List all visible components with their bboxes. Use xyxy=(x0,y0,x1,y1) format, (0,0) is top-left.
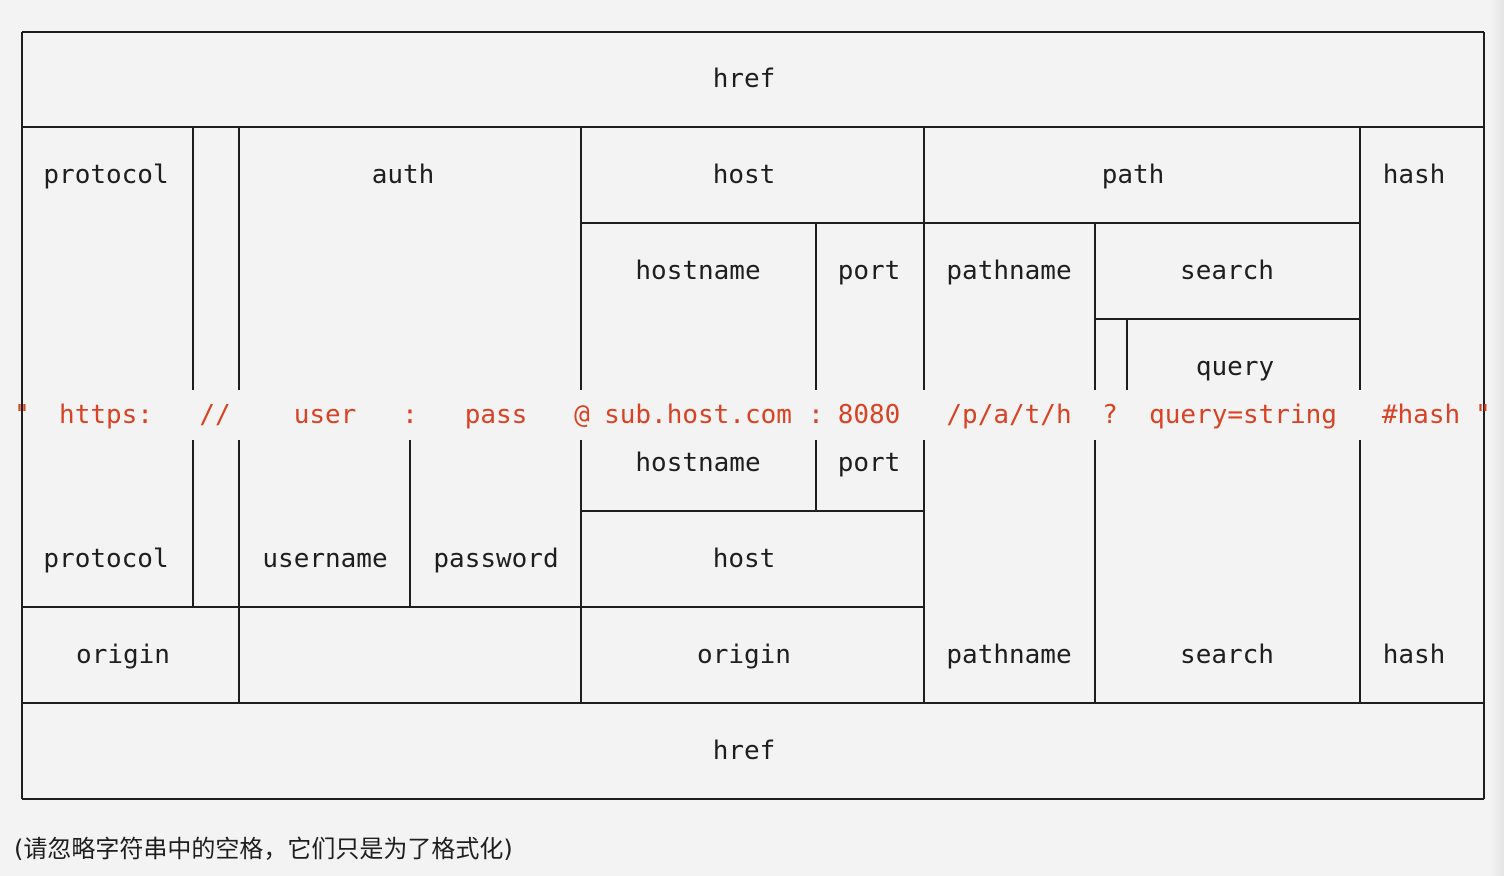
url-open-quote: " xyxy=(14,400,30,430)
pathname-top-label: pathname xyxy=(946,256,1072,286)
hash-bottom-label: hash xyxy=(1382,640,1446,670)
url-host: sub.host.com xyxy=(604,400,792,430)
query-label: query xyxy=(1195,352,1275,382)
url-pass: pass xyxy=(464,400,528,430)
host-top-label: host xyxy=(712,160,776,190)
url-port: 8080 xyxy=(837,400,901,430)
pathname-bottom-label: pathname xyxy=(946,640,1072,670)
href-top-label: href xyxy=(712,64,776,94)
format-note-caption: (请忽略字符串中的空格，它们只是为了格式化) xyxy=(14,835,513,863)
right-edge-shadow xyxy=(1490,0,1504,876)
protocol-top-label: protocol xyxy=(43,160,169,190)
url-colon-port: : xyxy=(808,400,824,430)
url-slashes: // xyxy=(199,400,231,430)
origin-mid-label: origin xyxy=(697,640,791,670)
path-label: path xyxy=(1101,160,1165,190)
url-at: @ xyxy=(574,400,590,430)
protocol-bottom-label: protocol xyxy=(43,544,169,574)
url-path: /p/a/t/h xyxy=(946,400,1072,430)
url-query: query=string xyxy=(1149,400,1337,430)
password-label: password xyxy=(433,544,559,574)
hostname-top-label: hostname xyxy=(635,256,761,286)
port-bottom-label: port xyxy=(837,448,901,478)
href-bottom-label: href xyxy=(712,736,776,766)
search-bottom-label: search xyxy=(1180,640,1274,670)
host-bottom-label: host xyxy=(712,544,776,574)
url-hash: #hash xyxy=(1381,400,1461,430)
origin-left-label: origin xyxy=(76,640,170,670)
search-top-label: search xyxy=(1180,256,1274,286)
url-question: ? xyxy=(1102,400,1118,430)
url-user: user xyxy=(293,400,357,430)
port-top-label: port xyxy=(837,256,901,286)
hostname-bottom-label: hostname xyxy=(635,448,761,478)
hash-top-label: hash xyxy=(1382,160,1446,190)
auth-label: auth xyxy=(371,160,435,190)
username-label: username xyxy=(262,544,388,574)
url-colon-auth: : xyxy=(402,400,418,430)
url-protocol: https: xyxy=(59,400,153,430)
url-close-quote: " xyxy=(1475,400,1491,430)
